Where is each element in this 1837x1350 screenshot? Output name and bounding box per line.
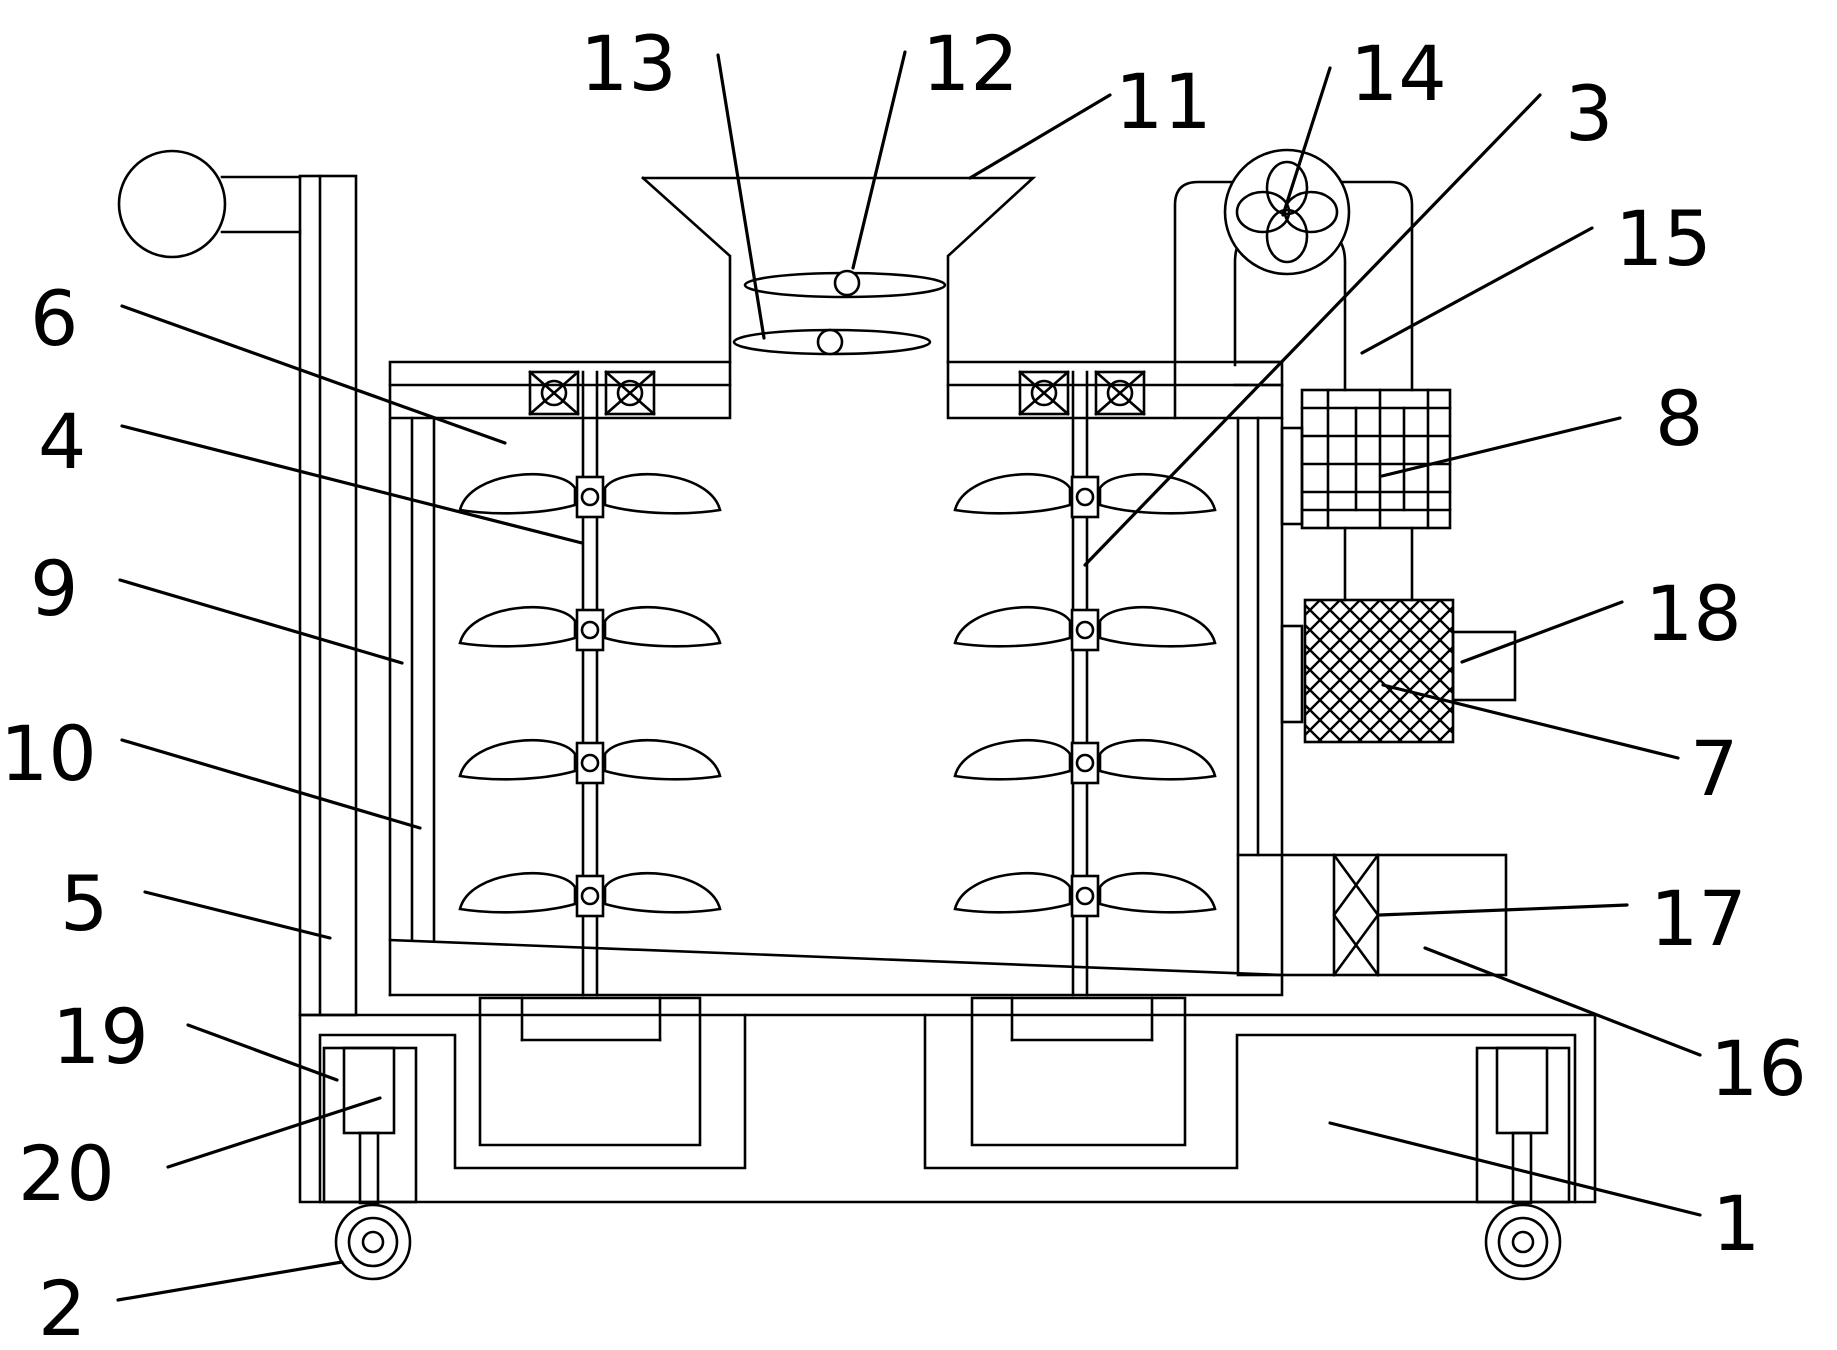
callout-1: 1	[1712, 1179, 1760, 1268]
callout-labels: 13 12 11 14 3 15 6 4 8 9 18 10 7 5 17 19…	[0, 19, 1807, 1350]
left-stirring-shaft	[458, 370, 722, 997]
callout-4: 4	[38, 397, 86, 486]
feed-hopper	[641, 176, 1037, 364]
callout-15: 15	[1615, 194, 1712, 283]
left-wheel	[334, 1203, 412, 1281]
upper-filter-block	[1300, 388, 1452, 530]
left-wheel-assembly	[322, 1046, 418, 1281]
right-stirring-shaft	[953, 370, 1217, 997]
fan-icon	[1223, 148, 1351, 276]
callout-12: 12	[922, 19, 1019, 108]
top-disc	[117, 149, 227, 259]
tank-body	[388, 360, 1284, 997]
outlet-box	[1236, 853, 1508, 977]
lower-filter-block	[1303, 598, 1517, 744]
callout-3: 3	[1565, 69, 1613, 158]
right-wheel	[1484, 1203, 1562, 1281]
callout-16: 16	[1710, 1024, 1807, 1113]
callout-7: 7	[1690, 724, 1738, 813]
callout-13: 13	[580, 19, 677, 108]
callout-10: 10	[0, 709, 97, 798]
blower-pipe	[1173, 148, 1414, 420]
left-blade-group	[458, 472, 722, 918]
callout-20: 20	[18, 1129, 115, 1218]
callout-2: 2	[38, 1264, 86, 1350]
callout-9: 9	[30, 544, 78, 633]
callout-14: 14	[1350, 29, 1447, 118]
callout-6: 6	[30, 274, 78, 363]
left-column	[117, 149, 358, 1017]
callout-5: 5	[60, 859, 108, 948]
right-wheel-assembly	[1475, 1046, 1571, 1281]
callout-19: 19	[52, 992, 149, 1081]
leader-lines	[116, 50, 1702, 1302]
right-blade-group	[953, 472, 1217, 918]
callout-18: 18	[1645, 569, 1742, 658]
callout-11: 11	[1115, 57, 1212, 146]
callout-17: 17	[1650, 874, 1747, 963]
pipe-connectors	[1280, 426, 1414, 724]
base-frame	[298, 996, 1597, 1204]
callout-8: 8	[1655, 374, 1703, 463]
